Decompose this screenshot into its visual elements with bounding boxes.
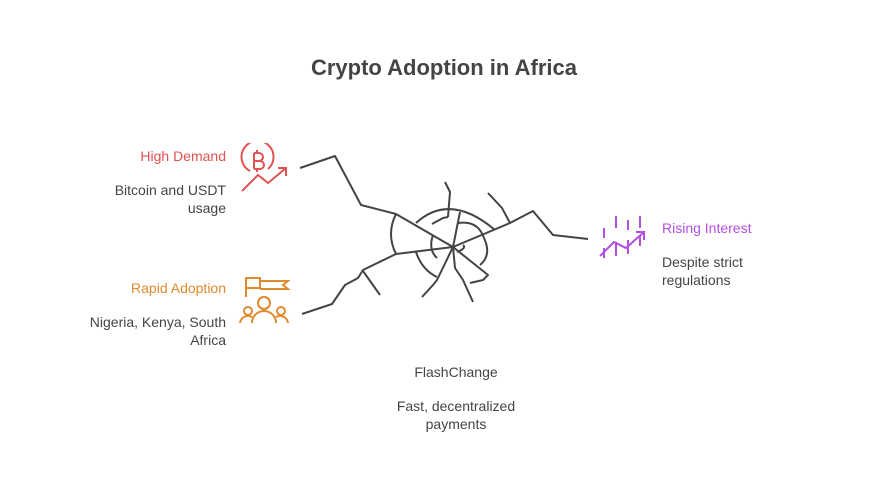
connector-line bbox=[421, 246, 454, 298]
rising-interest-description: Despite strict regulations bbox=[662, 254, 743, 288]
diagram-title: Crypto Adoption in Africa bbox=[310, 55, 578, 80]
connector-line bbox=[301, 246, 454, 315]
high-demand-heading: High Demand bbox=[140, 148, 226, 164]
connector-line bbox=[362, 270, 381, 296]
connector-line bbox=[452, 210, 589, 248]
center-description: Fast, decentralized payments bbox=[396, 398, 516, 432]
connector-line bbox=[487, 192, 511, 224]
connector-line bbox=[452, 246, 489, 284]
high-demand-description: Bitcoin and USDT usage bbox=[114, 182, 226, 216]
rapid-adoption-description: Nigeria, Kenya, South Africa bbox=[89, 314, 226, 348]
connector-line bbox=[415, 251, 438, 278]
rising-chart-icon bbox=[599, 216, 645, 258]
connector-line bbox=[457, 221, 489, 266]
rising-interest-heading: Rising Interest bbox=[662, 220, 752, 236]
connector-line bbox=[431, 216, 449, 225]
connector-line bbox=[452, 246, 474, 303]
connector-line bbox=[444, 181, 451, 218]
connector-line bbox=[299, 155, 454, 248]
rapid-adoption-heading: Rapid Adoption bbox=[131, 280, 226, 296]
bitcoin-trend-icon bbox=[240, 143, 287, 192]
connector-line bbox=[452, 211, 461, 248]
center-heading: FlashChange bbox=[414, 364, 498, 380]
flag-people-icon bbox=[239, 277, 290, 324]
connector-line bbox=[430, 234, 438, 259]
connector-line bbox=[390, 213, 397, 255]
connector-line bbox=[415, 208, 496, 231]
